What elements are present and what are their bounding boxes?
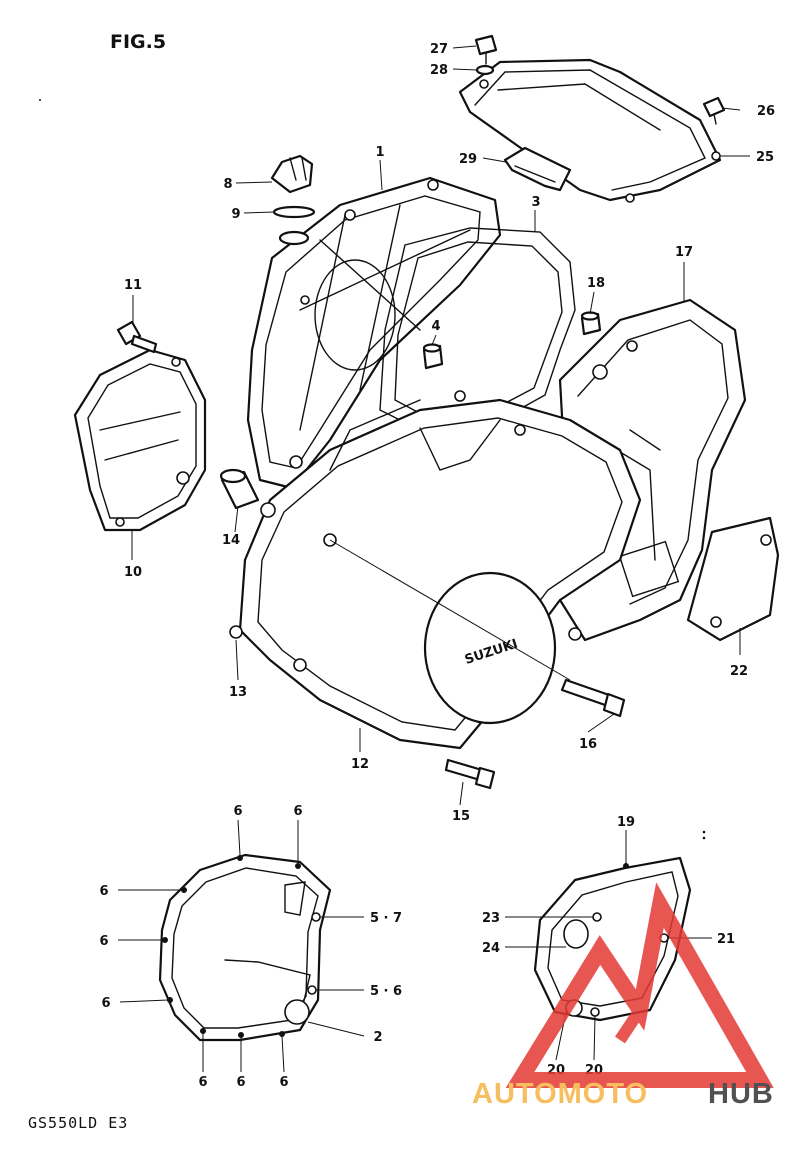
callout-6d: 6 (99, 934, 108, 949)
callout-29: 29 (459, 152, 477, 167)
part-8-filler-cap (270, 154, 314, 194)
callout-16: 16 (579, 737, 597, 752)
part-26-bolt (702, 96, 726, 125)
callout-13: 13 (229, 685, 247, 700)
figure-title: FIG.5 (110, 31, 166, 53)
part-4-dowel (422, 343, 444, 370)
callout-23: 23 (482, 911, 500, 926)
callout-11: 11 (124, 278, 142, 293)
callout-6c: 6 (99, 884, 108, 899)
callout-6a: 6 (233, 804, 242, 819)
callout-1: 1 (375, 145, 384, 160)
part-16-bolt (560, 678, 626, 718)
part-15-bolt (444, 758, 496, 790)
part-11-bolt (116, 320, 158, 354)
callout-3: 3 (531, 195, 540, 210)
lower-cover-assembly (158, 853, 332, 1042)
callout-4: 4 (431, 319, 440, 334)
callout-6f: 6 (198, 1075, 207, 1090)
part-25-cover (458, 58, 722, 203)
part-29-bracket (503, 146, 572, 192)
callout-19: 19 (617, 815, 635, 830)
callout-17: 17 (675, 245, 693, 260)
callout-28: 28 (430, 63, 448, 78)
callout-22: 22 (730, 664, 748, 679)
watermark-triangle-icon (505, 882, 774, 1088)
part-1-clutch-cover-inner (246, 176, 502, 490)
filler-neck (278, 230, 310, 246)
part-3-gasket (379, 227, 576, 431)
part-10-cover (73, 348, 207, 532)
part-12-clutch-cover: SUZUKI (229, 390, 642, 750)
watermark-text-part1: AUTOMOTO (472, 1078, 648, 1110)
model-code: GS550LD E3 (28, 1114, 128, 1132)
part-28-washer (475, 64, 495, 76)
part-14-dowel (219, 468, 260, 510)
callout-6b: 6 (293, 804, 302, 819)
callout-5-7: 5 · 7 (370, 911, 402, 926)
callout-12: 12 (351, 757, 369, 772)
callout-2: 2 (373, 1030, 382, 1045)
callout-5-6: 5 · 6 (370, 984, 402, 999)
callout-labels: 1 2 3 4 5 · 7 5 · 6 6 6 6 6 6 6 6 6 8 9 … (99, 42, 775, 1090)
callout-21: 21 (717, 932, 735, 947)
part-9-o-ring (272, 205, 316, 219)
part-18-dowel (580, 311, 602, 336)
leader-lines (118, 45, 750, 1073)
callout-24: 24 (482, 941, 500, 956)
callout-8: 8 (223, 177, 232, 192)
callout-15: 15 (452, 809, 470, 824)
part-22-plate (686, 516, 780, 642)
callout-18: 18 (587, 276, 605, 291)
callout-27: 27 (430, 42, 448, 57)
callout-26: 26 (757, 104, 775, 119)
callout-9: 9 (231, 207, 240, 222)
callout-10: 10 (124, 565, 142, 580)
callout-6g: 6 (236, 1075, 245, 1090)
callout-6e: 6 (101, 996, 110, 1011)
watermark-logo: AUTOMOTO HUB (472, 882, 774, 1110)
watermark-text-part2: HUB (708, 1078, 774, 1110)
callout-25: 25 (756, 150, 774, 165)
part-19-cover (533, 856, 692, 1022)
part-27-bolt (474, 34, 498, 65)
callout-6h: 6 (279, 1075, 288, 1090)
callout-14: 14 (222, 533, 240, 548)
